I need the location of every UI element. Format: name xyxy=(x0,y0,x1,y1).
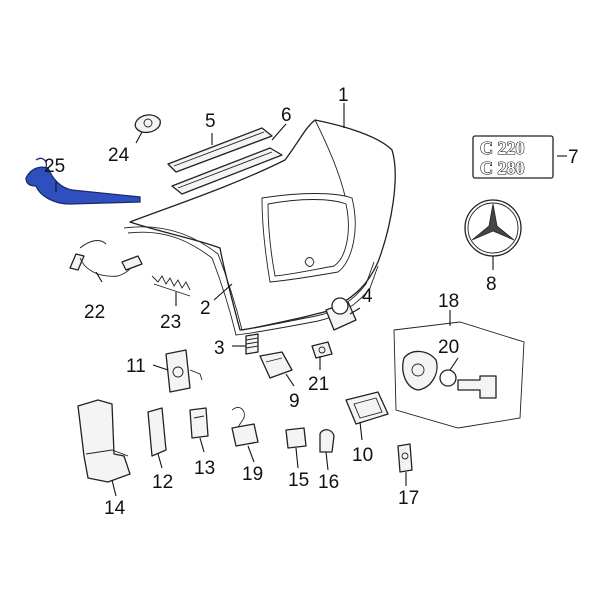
callout-8: 8 xyxy=(486,274,497,295)
part-trim-strip-5 xyxy=(167,127,273,173)
badge-c220: C 220 xyxy=(480,138,525,158)
callout-25: 25 xyxy=(44,156,65,177)
callout-9: 9 xyxy=(289,391,300,412)
part-12-cover xyxy=(147,407,167,457)
callout-3: 3 xyxy=(214,338,225,359)
part-17-bracket xyxy=(397,443,413,473)
badge-c280: C 280 xyxy=(480,158,525,178)
callout-18: 18 xyxy=(438,291,459,312)
leader-lines xyxy=(55,103,567,497)
callout-6: 6 xyxy=(281,105,292,126)
callout-24: 24 xyxy=(108,145,130,166)
part-3-bump-stop xyxy=(245,333,259,355)
callout-23: 23 xyxy=(160,312,181,333)
part-18-lock-cylinder-assembly xyxy=(393,321,525,429)
callout-11: 11 xyxy=(126,356,146,377)
callout-16: 16 xyxy=(318,472,339,493)
part-10-handle xyxy=(345,391,389,425)
part-19-harness xyxy=(231,407,259,447)
callout-2: 2 xyxy=(200,298,211,319)
part-hinge-highlighted xyxy=(25,157,141,205)
callout-5: 5 xyxy=(205,111,216,132)
part-24-grommet xyxy=(134,114,161,134)
callout-21: 21 xyxy=(308,374,329,395)
part-trunk-lid xyxy=(129,119,396,331)
part-trim-strip-6 xyxy=(171,147,283,195)
callout-10: 10 xyxy=(352,445,373,466)
callout-4: 4 xyxy=(362,286,373,307)
part-13-switch xyxy=(189,407,209,439)
callout-19: 19 xyxy=(242,464,263,485)
callout-1: 1 xyxy=(338,85,349,106)
callout-15: 15 xyxy=(288,470,309,491)
part-21-clip xyxy=(311,341,333,359)
part-11-actuator xyxy=(165,349,203,393)
part-4-lock xyxy=(325,297,357,331)
part-star-emblem xyxy=(464,199,522,257)
part-16-clip xyxy=(319,429,335,453)
callout-20: 20 xyxy=(438,337,459,358)
callout-13: 13 xyxy=(194,458,215,479)
part-22-cable xyxy=(69,240,143,277)
part-model-badges: C 220 C 280 xyxy=(472,135,554,179)
callout-labels: 1 2 3 4 5 6 7 8 9 10 11 12 13 14 15 16 1… xyxy=(44,85,579,519)
callout-14: 14 xyxy=(104,498,126,519)
callout-17: 17 xyxy=(398,488,419,509)
part-23-spring xyxy=(151,275,191,297)
part-14-tray xyxy=(77,399,131,483)
part-9-latch xyxy=(259,351,293,379)
part-15-connector xyxy=(285,427,307,449)
callout-22: 22 xyxy=(84,302,105,323)
callout-12: 12 xyxy=(152,472,173,493)
callout-7: 7 xyxy=(568,147,579,168)
